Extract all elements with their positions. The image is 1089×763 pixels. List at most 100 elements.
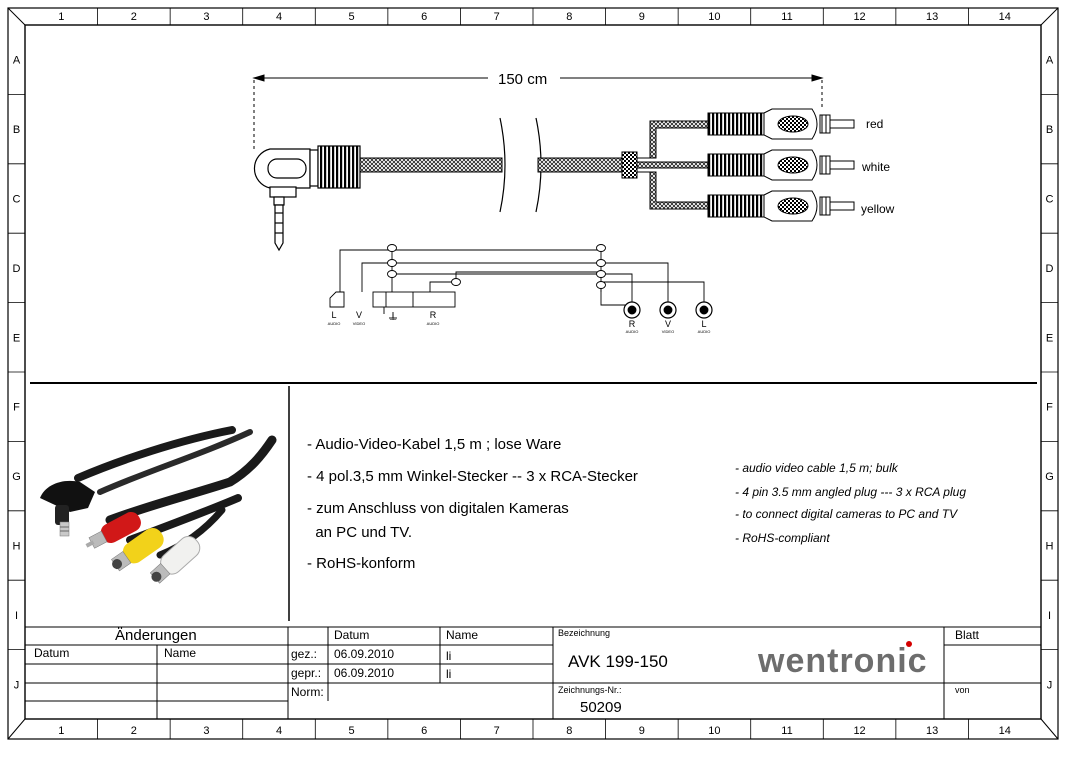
grid-col-bottom-12: 12 xyxy=(853,725,865,737)
grid-col-top-5: 5 xyxy=(349,11,355,23)
description-en-4: - RoHS-compliant xyxy=(735,531,830,545)
grid-col-bottom-2: 2 xyxy=(131,725,137,737)
grid-row-left-F: F xyxy=(13,402,20,414)
description-de-1: - Audio-Video-Kabel 1,5 m ; lose Ware xyxy=(307,436,562,453)
schematic-left-label-ground: ⊥ xyxy=(389,312,397,322)
grid-col-top-12: 12 xyxy=(853,11,865,23)
grid-row-right-E: E xyxy=(1046,332,1053,344)
blatt-label: Blatt xyxy=(955,628,980,642)
schematic-left-label-r: R xyxy=(430,310,437,320)
grid-row-right-B: B xyxy=(1046,124,1053,136)
wiring-schematic xyxy=(329,244,713,319)
grid-col-top-7: 7 xyxy=(494,11,500,23)
plug-label-yellow: yellow xyxy=(861,202,895,216)
grid-row-right-G: G xyxy=(1045,471,1054,483)
grid-row-left-D: D xyxy=(13,263,21,275)
dimension-line xyxy=(252,74,824,150)
logo-dot xyxy=(906,641,912,647)
grid-col-bottom-4: 4 xyxy=(276,725,282,737)
schematic-right-label-l: L xyxy=(701,319,706,329)
description-de-4: an PC und TV. xyxy=(307,524,413,541)
grid-row-right-A: A xyxy=(1046,55,1054,67)
schematic-left-label-l: L xyxy=(331,310,336,320)
rca-plugs xyxy=(707,108,855,222)
gepr-label: gepr.: xyxy=(291,666,322,680)
section-dividers xyxy=(30,382,1037,621)
changes-date-header: Datum xyxy=(34,646,70,660)
dimension-label: 150 cm xyxy=(498,71,548,88)
schematic-right-label-v: V xyxy=(665,319,671,329)
grid-col-bottom-7: 7 xyxy=(494,725,500,737)
grid-col-top-4: 4 xyxy=(276,11,282,23)
description-en-1: - audio video cable 1,5 m; bulk xyxy=(735,461,898,475)
grid-row-left-G: G xyxy=(12,471,21,483)
plug-label-red: red xyxy=(866,117,883,131)
grid-row-right-J: J xyxy=(1047,679,1053,691)
rca-plug-labels: red white yellow xyxy=(861,117,895,216)
angled-jack-plug xyxy=(253,145,361,252)
rca-plug-yellow xyxy=(707,190,855,222)
schematic-left-sub-l: AUDIO xyxy=(328,321,341,326)
grid-col-bottom-3: 3 xyxy=(203,725,209,737)
grid-col-top-2: 2 xyxy=(131,11,137,23)
gez-date: 06.09.2010 xyxy=(334,647,395,661)
cable-branches xyxy=(636,120,709,210)
grid-col-bottom-9: 9 xyxy=(639,725,645,737)
description-en-3: - to connect digital cameras to PC and T… xyxy=(735,507,958,521)
grid-col-top-14: 14 xyxy=(999,11,1011,23)
cable-drawing: red white yellow xyxy=(252,74,895,252)
schematic-left-label-v: V xyxy=(356,310,362,320)
changes-name-header: Name xyxy=(164,646,197,660)
grid-col-bottom-13: 13 xyxy=(926,725,938,737)
grid-col-bottom-8: 8 xyxy=(566,725,572,737)
drawing-number-label: Zeichnungs-Nr.: xyxy=(558,685,622,695)
rca-plug-white xyxy=(707,149,855,181)
schematic-left-sub-v: VIDEO xyxy=(353,321,365,326)
grid-col-bottom-14: 14 xyxy=(999,725,1011,737)
grid-row-left-A: A xyxy=(13,55,21,67)
description-en-2: - 4 pin 3.5 mm angled plug --- 3 x RCA p… xyxy=(735,485,966,499)
description-de-2: - 4 pol.3,5 mm Winkel-Stecker -- 3 x RCA… xyxy=(307,468,638,485)
grid-col-bottom-5: 5 xyxy=(349,725,355,737)
schematic-right-label-r: R xyxy=(629,319,636,329)
gepr-name: li xyxy=(446,667,452,681)
grid-col-top-3: 3 xyxy=(203,11,209,23)
grid-col-bottom-11: 11 xyxy=(781,725,792,737)
grid-col-top-9: 9 xyxy=(639,11,645,23)
cable-splitter xyxy=(621,151,638,179)
product-photo xyxy=(40,426,277,584)
grid-col-top-1: 1 xyxy=(58,11,64,23)
grid-row-left-B: B xyxy=(13,124,20,136)
grid-row-right-H: H xyxy=(1046,541,1054,553)
grid-row-left-E: E xyxy=(13,332,20,344)
bezeichnung-label: Bezeichnung xyxy=(558,628,611,638)
grid-col-bottom-1: 1 xyxy=(58,725,64,737)
grid-col-top-8: 8 xyxy=(566,11,572,23)
von-label: von xyxy=(955,685,970,695)
grid-row-left-H: H xyxy=(13,541,21,553)
grid-col-bottom-6: 6 xyxy=(421,725,427,737)
schematic-right-sub-r: AUDIO xyxy=(626,329,639,334)
grid-col-top-6: 6 xyxy=(421,11,427,23)
grid-row-right-D: D xyxy=(1046,263,1054,275)
grid-col-bottom-10: 10 xyxy=(708,725,720,737)
grid-row-left-J: J xyxy=(14,679,20,691)
cable-braid-left xyxy=(359,157,503,173)
schematic-left-sub-r: AUDIO xyxy=(427,321,440,326)
col-datum-header: Datum xyxy=(334,628,370,642)
article-designation: AVK 199-150 xyxy=(568,652,668,671)
cable-braid-right xyxy=(537,157,623,173)
grid-row-left-C: C xyxy=(13,194,21,206)
changes-header: Änderungen xyxy=(115,627,197,644)
cable-break xyxy=(499,117,542,213)
gepr-date: 06.09.2010 xyxy=(334,666,395,680)
description-de-5: - RoHS-konform xyxy=(307,555,416,572)
description-de-3: - zum Anschluss von digitalen Kameras xyxy=(307,500,569,517)
wentronic-logo: wentronic xyxy=(758,642,928,680)
grid-row-right-F: F xyxy=(1046,402,1053,414)
frame-grid-ticks xyxy=(8,8,1058,739)
schematic-right-sub-l: AUDIO xyxy=(698,329,711,334)
grid-row-right-I: I xyxy=(1048,610,1051,622)
